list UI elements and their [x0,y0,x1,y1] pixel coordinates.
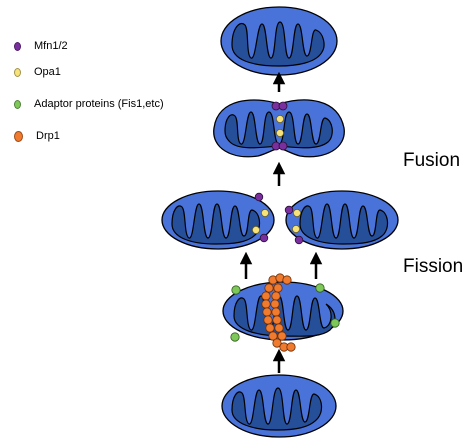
mitochondrion-right [284,190,399,250]
fusion-label: Fusion [403,150,461,171]
mitochondrion-bottom [221,374,337,438]
legend-label-drp1: Drp1 [36,130,60,142]
legend-item-mfn: Mfn1/2 [14,36,68,56]
legend-label-opa1: Opa1 [34,66,61,78]
mitochondrion-left [161,190,275,250]
legend-item-opa1: Opa1 [14,62,61,82]
mfn-dot-icon [14,41,21,51]
opa1-dot-icon [14,67,21,77]
legend: Mfn1/2 Opa1 Adaptor proteins (Fis1,etc) … [0,0,200,170]
mitochondrion-fusing [213,99,345,158]
fission-label: Fission [403,256,464,277]
mitochondrion-top [220,6,338,76]
legend-label-adaptor: Adaptor proteins (Fis1,etc) [34,98,164,110]
mitochondrion-dividing [222,273,344,352]
drp1-dot-icon [14,130,23,142]
legend-item-drp1: Drp1 [14,126,60,146]
legend-label-mfn: Mfn1/2 [34,40,68,52]
legend-item-adaptor: Adaptor proteins (Fis1,etc) [14,94,164,114]
adaptor-dot-icon [14,99,21,109]
